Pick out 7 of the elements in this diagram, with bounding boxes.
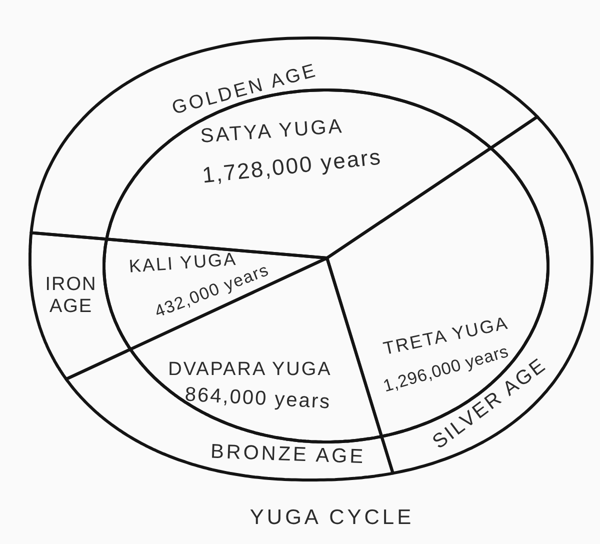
ring-segment xyxy=(379,114,594,476)
age-label: IRON AGE xyxy=(44,274,98,318)
caption: YUGA CYCLE xyxy=(250,506,414,530)
yuga-name: KALI YUGA xyxy=(128,248,238,276)
age-label: BRONZE AGE xyxy=(210,440,366,470)
yuga-name: DVAPARA YUGA xyxy=(168,359,332,381)
duration-text: 864,000 years xyxy=(184,384,332,414)
